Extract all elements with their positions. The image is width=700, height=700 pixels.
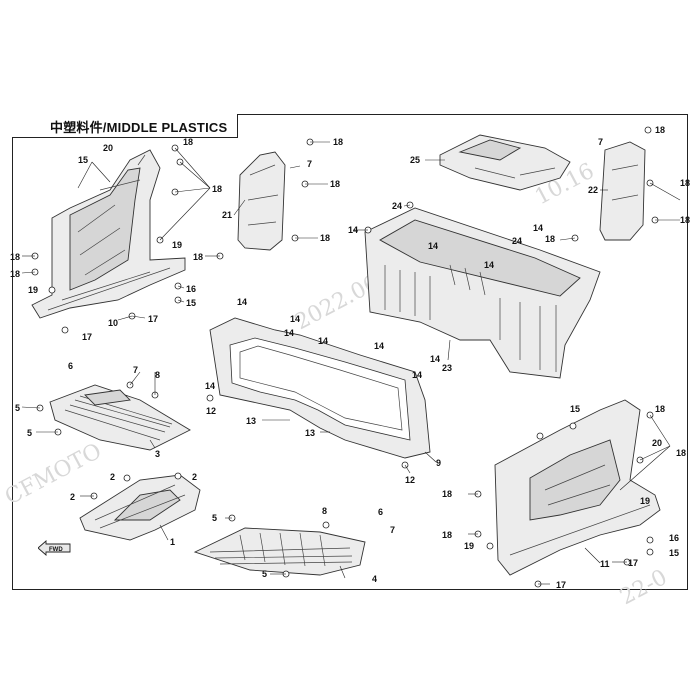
callout-2: 2 [192,472,197,482]
callout-20: 20 [103,143,113,153]
callout-14: 14 [430,354,440,364]
callout-17: 17 [148,314,158,324]
callout-18: 18 [676,448,686,458]
callout-19: 19 [28,285,38,295]
callout-14: 14 [484,260,494,270]
left-vertical-trim-part-21 [237,151,286,251]
callout-18: 18 [655,404,665,414]
page-title: 中塑料件/MIDDLE PLASTICS [50,120,228,135]
callout-18: 18 [183,137,193,147]
callout-14: 14 [412,370,422,380]
callout-18: 18 [680,215,690,225]
middle-frame-part-13 [209,317,431,459]
callout-21: 21 [222,210,232,220]
callout-12: 12 [206,406,216,416]
callout-19: 19 [640,496,650,506]
callout-14: 14 [290,314,300,324]
watermark-left: CFMOTO [1,439,106,511]
callout-18: 18 [10,269,20,279]
callout-14: 14 [428,241,438,251]
callout-10: 10 [108,318,118,328]
left-floor-mat-part-3 [49,384,191,451]
callout-22: 22 [588,185,598,195]
diagram-frame [12,114,688,590]
title-box [12,114,238,138]
callout-23: 23 [442,363,452,373]
forward-direction-arrow-icon: FWD [37,540,72,556]
callout-18: 18 [330,179,340,189]
callout-12: 12 [405,475,415,485]
callout-25: 25 [410,155,420,165]
callout-16: 16 [186,284,196,294]
callout-5: 5 [262,569,267,579]
fastener-clips [31,126,659,588]
callout-3: 3 [155,449,160,459]
callout-18: 18 [545,234,555,244]
callout-14: 14 [237,297,247,307]
center-tunnel-cover-part-1 [79,474,201,541]
callout-15: 15 [186,298,196,308]
callout-14: 14 [318,336,328,346]
callout-18: 18 [333,137,343,147]
callout-5: 5 [212,513,217,523]
callout-18: 18 [10,252,20,262]
callout-8: 8 [322,506,327,516]
callout-18: 18 [193,252,203,262]
callout-5: 5 [27,428,32,438]
right-floor-mat-part-4 [193,527,366,576]
callout-24: 24 [512,236,522,246]
callout-7: 7 [133,365,138,375]
callout-6: 6 [378,507,383,517]
left-side-panel-part-10 [31,149,186,319]
callout-18: 18 [212,184,222,194]
callout-8: 8 [155,370,160,380]
right-side-panel-part-11 [494,399,661,576]
callout-6: 6 [68,361,73,371]
callout-14: 14 [284,328,294,338]
callout-14: 14 [348,225,358,235]
callout-1: 1 [170,537,175,547]
callout-2: 2 [70,492,75,502]
callout-24: 24 [392,201,402,211]
storage-tub-part-23 [364,207,601,379]
callout-18: 18 [442,489,452,499]
top-cover-part-25 [439,134,571,191]
callout-17: 17 [556,580,566,590]
callout-2: 2 [110,472,115,482]
callout-9: 9 [436,458,441,468]
callout-18: 18 [680,178,690,188]
callout-15: 15 [78,155,88,165]
callout-17: 17 [628,558,638,568]
callout-15: 15 [570,404,580,414]
fwd-label: FWD [49,547,63,553]
callout-7: 7 [390,525,395,535]
callout-20: 20 [652,438,662,448]
callout-16: 16 [669,533,679,543]
callout-7: 7 [307,159,312,169]
callout-18: 18 [442,530,452,540]
callout-14: 14 [374,341,384,351]
callout-18: 18 [320,233,330,243]
callout-13: 13 [305,428,315,438]
callout-18: 18 [655,125,665,135]
callout-11: 11 [600,559,610,569]
right-vertical-trim-part-22 [599,141,646,241]
callout-19: 19 [464,541,474,551]
callout-4: 4 [372,574,377,584]
callout-19: 19 [172,240,182,250]
callout-14: 14 [533,223,543,233]
watermark-right-bottom: 22-0 [616,565,671,610]
callout-13: 13 [246,416,256,426]
callout-15: 15 [669,548,679,558]
callout-17: 17 [82,332,92,342]
callout-14: 14 [205,381,215,391]
callout-7: 7 [598,137,603,147]
callout-5: 5 [15,403,20,413]
leader-lines [21,141,681,585]
callout-labels: 15 20 18 18 19 18 18 19 16 15 10 17 17 2… [10,125,690,590]
